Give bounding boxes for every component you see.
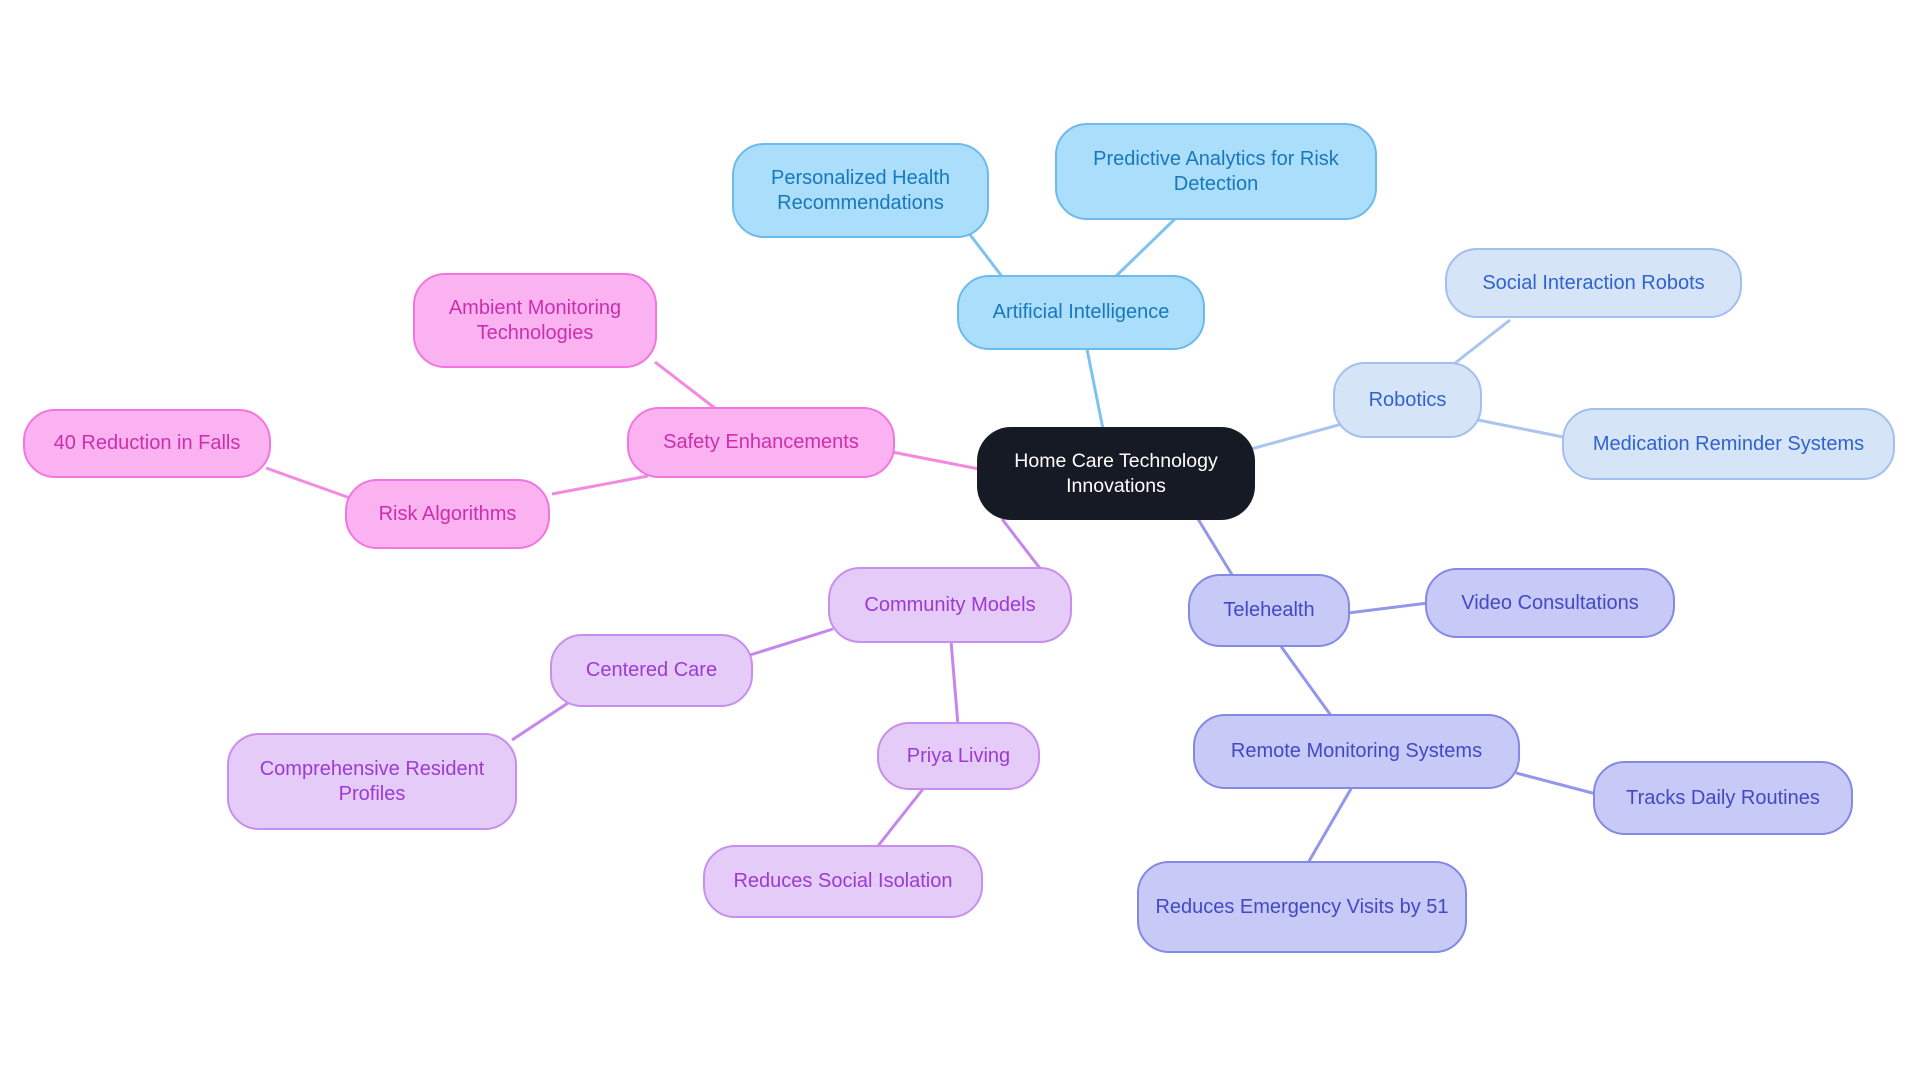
node-remote-monitoring-systems[interactable]: Remote Monitoring Systems (1193, 714, 1520, 789)
node-medication-reminder-systems[interactable]: Medication Reminder Systems (1562, 408, 1895, 480)
edge-priya-living-social-isolation (876, 788, 925, 847)
node-social-interaction-robots[interactable]: Social Interaction Robots (1445, 248, 1742, 318)
node-home-care-technology-innovations[interactable]: Home Care Technology Innovations (977, 427, 1255, 520)
edge-root-artificial-intelligence (1085, 348, 1105, 430)
node-reduces-social-isolation[interactable]: Reduces Social Isolation (703, 845, 983, 918)
edge-remote-monitoring-daily-routines (1515, 771, 1601, 797)
node-risk-algorithms[interactable]: Risk Algorithms (345, 479, 550, 549)
node-artificial-intelligence[interactable]: Artificial Intelligence (957, 275, 1205, 350)
edge-robotics-social-robots (1449, 318, 1511, 369)
edge-remote-monitoring-emergency-visits (1306, 786, 1354, 864)
edge-safety-risk-algorithms (551, 474, 649, 496)
edge-robotics-medication-reminder (1477, 418, 1569, 440)
node-community-models[interactable]: Community Models (828, 567, 1072, 643)
node-telehealth[interactable]: Telehealth (1188, 574, 1350, 647)
edge-safety-ambient-monitoring (654, 360, 717, 411)
node-safety-enhancements[interactable]: Safety Enhancements (627, 407, 895, 478)
node-reduces-emergency-visits[interactable]: Reduces Emergency Visits by 51 (1137, 861, 1467, 953)
node-tracks-daily-routines[interactable]: Tracks Daily Routines (1593, 761, 1853, 835)
edge-root-safety-enhancements (891, 450, 980, 471)
node-personalized-health-recommendations[interactable]: Personalized Health Recommendations (732, 143, 989, 238)
node-video-consultations[interactable]: Video Consultations (1425, 568, 1675, 638)
node-reduction-in-falls[interactable]: 40 Reduction in Falls (23, 409, 271, 478)
edge-telehealth-video-consultations (1347, 601, 1429, 615)
node-robotics[interactable]: Robotics (1333, 362, 1482, 438)
edge-centered-care-resident-profiles (511, 701, 569, 742)
edge-root-community-models (1000, 518, 1044, 572)
node-centered-care[interactable]: Centered Care (550, 634, 753, 707)
node-predictive-analytics-risk-detection[interactable]: Predictive Analytics for Risk Detection (1055, 123, 1377, 220)
edge-telehealth-remote-monitoring (1278, 644, 1334, 718)
edge-root-telehealth (1196, 518, 1236, 579)
edge-community-centered-care (749, 627, 834, 657)
node-priya-living[interactable]: Priya Living (877, 722, 1040, 790)
edge-ai-predictive-analytics (1111, 215, 1179, 281)
node-ambient-monitoring-technologies[interactable]: Ambient Monitoring Technologies (413, 273, 657, 368)
node-comprehensive-resident-profiles[interactable]: Comprehensive Resident Profiles (227, 733, 517, 830)
edge-root-robotics (1250, 422, 1343, 451)
edge-risk-algorithms-reduction-falls (265, 466, 351, 500)
edge-community-priya-living (949, 640, 960, 726)
